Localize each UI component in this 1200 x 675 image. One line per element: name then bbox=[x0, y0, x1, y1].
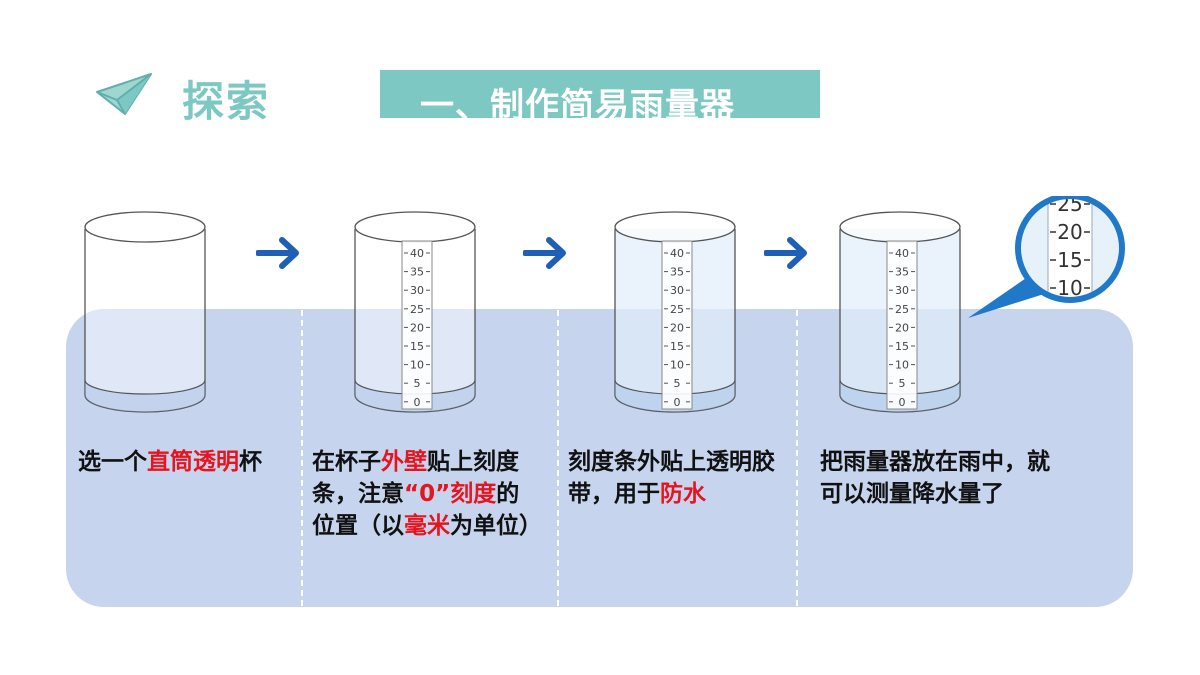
step-2-text: 在杯子外壁贴上刻度条，注意“0”刻度的位置（以毫米为单位） bbox=[312, 446, 542, 542]
highlight-text: 外壁 bbox=[381, 449, 427, 475]
scale-strip: 40 35 30 25 20 15 10 5 0 bbox=[886, 240, 918, 410]
magnifier-label: 15 bbox=[1057, 248, 1082, 272]
caption-text: 为单位） bbox=[450, 513, 542, 539]
section-heading: 探索 bbox=[182, 77, 271, 126]
scale-label: 25 bbox=[410, 303, 424, 316]
scale-label: 30 bbox=[895, 284, 909, 297]
scale-label: 15 bbox=[895, 340, 909, 353]
highlight-text: 直筒透明 bbox=[147, 449, 239, 475]
scale-label: 25 bbox=[670, 303, 684, 316]
highlight-text: 毫米 bbox=[404, 513, 450, 539]
scale-label: 40 bbox=[670, 247, 684, 260]
caption-text: 杯 bbox=[239, 449, 262, 475]
scale-label: 5 bbox=[414, 377, 421, 390]
caption-text: 选一个 bbox=[78, 449, 147, 475]
highlight-text: “0”刻度 bbox=[404, 481, 497, 507]
scale-label: 10 bbox=[410, 359, 424, 372]
scale-label: 30 bbox=[410, 284, 424, 297]
scale-label: 40 bbox=[410, 247, 424, 260]
step-3-text: 刻度条外贴上透明胶带，用于防水 bbox=[568, 446, 798, 510]
highlight-text: 防水 bbox=[660, 481, 706, 507]
scale-label: 35 bbox=[410, 266, 424, 279]
cup-plain bbox=[84, 211, 206, 413]
magnifier-label: 10 bbox=[1057, 276, 1082, 300]
divider bbox=[557, 310, 559, 606]
magnifier-scale: 25 20 15 10 5 bbox=[1050, 196, 1090, 326]
scale-label: 25 bbox=[895, 303, 909, 316]
scale-strip: 40 35 30 25 20 15 10 5 0 bbox=[661, 240, 693, 410]
magnifier-label: 5 bbox=[1064, 304, 1077, 326]
caption-text: 刻度条外贴上透明胶带，用于 bbox=[568, 449, 775, 507]
scale-label: 15 bbox=[410, 340, 424, 353]
arrow-right-icon bbox=[523, 237, 566, 269]
magnifier-label: 20 bbox=[1057, 220, 1082, 244]
paper-plane-icon bbox=[96, 73, 152, 115]
title-banner: 一、制作简易雨量器 bbox=[380, 70, 820, 118]
divider bbox=[796, 310, 798, 606]
scale-strip: 40 35 30 25 20 15 10 5 0 bbox=[401, 240, 433, 410]
cup-with-taped-scale: 40 35 30 25 20 15 10 5 0 bbox=[614, 211, 736, 413]
finished-rain-gauge: 40 35 30 25 20 15 10 5 0 bbox=[839, 211, 961, 413]
scale-label: 15 bbox=[670, 340, 684, 353]
caption-text: 贴上刻度条，注意 bbox=[312, 449, 519, 507]
scale-label: 5 bbox=[899, 377, 906, 390]
scale-label: 0 bbox=[414, 396, 421, 409]
magnifier-label: 25 bbox=[1057, 196, 1082, 216]
divider bbox=[301, 310, 303, 606]
scale-label: 20 bbox=[670, 321, 684, 334]
scale-label: 5 bbox=[674, 377, 681, 390]
caption-text: 把雨量器放在雨中，就可以测量降水量了 bbox=[820, 449, 1050, 507]
step-4-text: 把雨量器放在雨中，就可以测量降水量了 bbox=[820, 446, 1056, 510]
arrow-right-icon bbox=[764, 237, 807, 269]
scale-label: 40 bbox=[895, 247, 909, 260]
arrow-right-icon bbox=[256, 237, 299, 269]
magnifier-callout: 25 20 15 10 5 bbox=[968, 196, 1125, 326]
scale-label: 30 bbox=[670, 284, 684, 297]
scale-label: 20 bbox=[410, 321, 424, 334]
scale-label: 35 bbox=[895, 266, 909, 279]
step-1-text: 选一个直筒透明杯 bbox=[78, 446, 300, 478]
scale-label: 20 bbox=[895, 321, 909, 334]
cup-with-scale: 40 35 30 25 20 15 10 5 0 bbox=[354, 211, 476, 413]
scale-label: 35 bbox=[670, 266, 684, 279]
caption-text: 在杯子 bbox=[312, 449, 381, 475]
caption-text: 的位置（以 bbox=[312, 481, 520, 539]
scale-label: 10 bbox=[670, 359, 684, 372]
scale-label: 0 bbox=[899, 396, 906, 409]
scale-label: 10 bbox=[895, 359, 909, 372]
scale-label: 0 bbox=[674, 396, 681, 409]
page-title: 一、制作简易雨量器 bbox=[420, 86, 735, 118]
